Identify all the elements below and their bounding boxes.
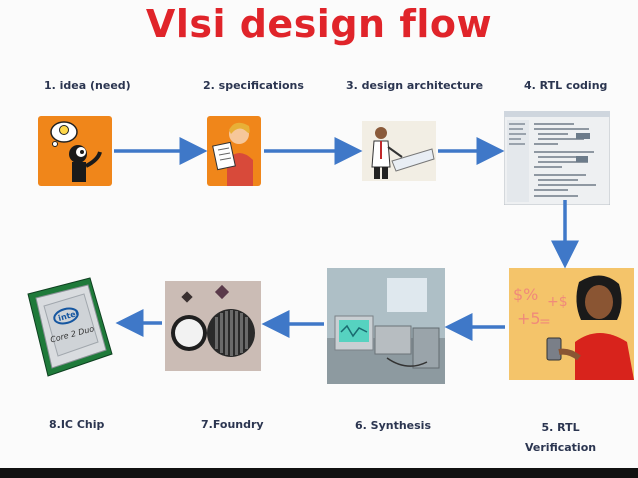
step-3-label: 3. design architecture [346, 79, 484, 92]
verification-illustration: $% +5 +$ = [509, 268, 634, 380]
step-5-label-line2: Verification [525, 441, 597, 454]
bottom-edge-bar [0, 468, 638, 478]
step-7-foundry-image [165, 281, 261, 371]
step-8-label: 8.IC Chip [49, 418, 105, 431]
svg-text:+5: +5 [517, 309, 541, 328]
step-3-architecture-image [362, 121, 436, 181]
step-8-ic-chip-image: intel Core 2 Duo [20, 272, 116, 382]
step-6-synthesis-image [327, 268, 445, 384]
step-1-idea-image [38, 116, 112, 186]
step-4-rtl-coding-image [504, 111, 610, 205]
step-5-label-line1: 5. RTL [541, 421, 580, 434]
step-2-specifications-image [207, 116, 261, 186]
idea-illustration [38, 116, 112, 186]
svg-text:=: = [539, 314, 551, 330]
foundry-illustration [165, 281, 261, 371]
step-5-label: 5. RTL Verification [525, 418, 596, 458]
chip-illustration: intel Core 2 Duo [27, 277, 113, 377]
architecture-illustration [362, 121, 436, 181]
step-4-label: 4. RTL coding [524, 79, 608, 92]
specifications-illustration [207, 116, 261, 186]
step-2-label: 2. specifications [203, 79, 304, 92]
svg-text:$%: $% [513, 285, 538, 304]
step-7-label: 7.Foundry [201, 418, 264, 431]
synthesis-illustration [327, 268, 445, 384]
svg-text:+$: +$ [547, 294, 568, 310]
diagram-title: Vlsi design flow [145, 2, 493, 46]
step-1-label: 1. idea (need) [44, 79, 131, 92]
step-6-label: 6. Synthesis [355, 419, 432, 432]
code-screenshot [504, 111, 610, 205]
step-5-rtl-verification-image: $% +5 +$ = [509, 268, 634, 380]
